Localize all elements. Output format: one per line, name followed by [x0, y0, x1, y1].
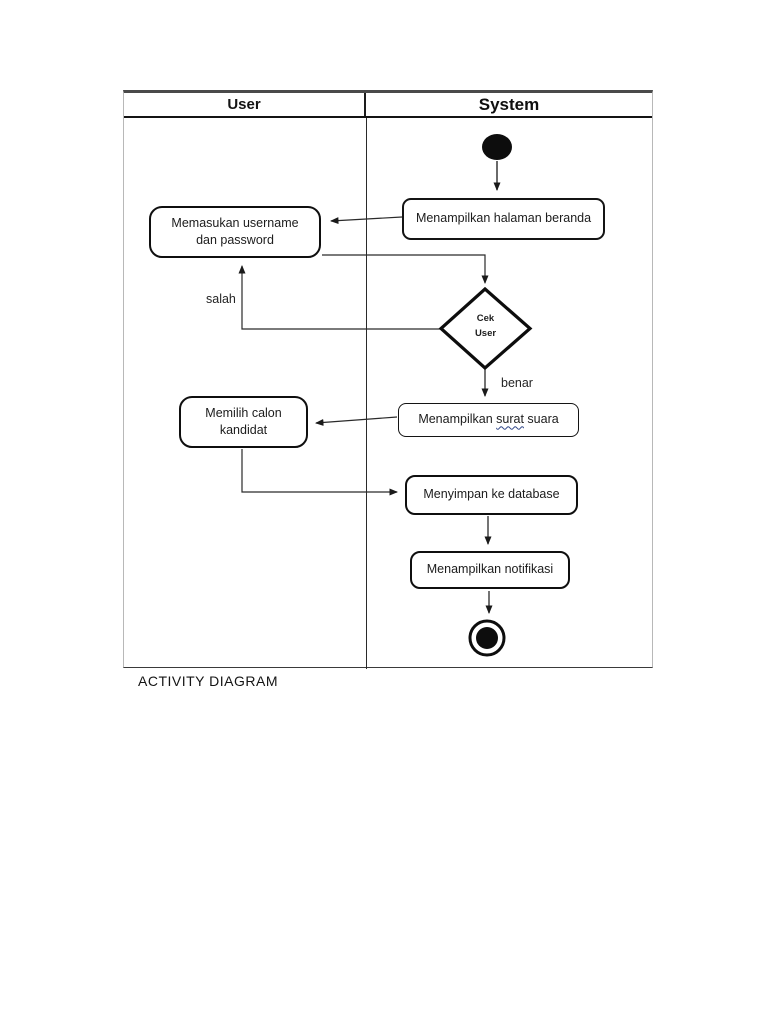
activity-label-line2: kandidat [219, 423, 268, 437]
activity-label: Menampilkan surat suara [418, 411, 558, 429]
swimlane-header-row: User System [124, 93, 652, 118]
decision-label-line2: User [474, 327, 497, 339]
activity-label-line1: Memilih calon [205, 405, 282, 420]
activity-label: Menyimpan ke database [423, 487, 560, 502]
activity-menampilkan-surat-suara: Menampilkan surat suara [398, 403, 579, 437]
edge-username-to-decision [322, 254, 489, 284]
edge-decision-salah-to-username [238, 265, 441, 330]
lane-header-system: System [366, 93, 652, 116]
activity-label-line1: Memasukan username [171, 215, 299, 230]
lane-divider [366, 118, 367, 669]
lane-header-system-label: System [478, 94, 540, 114]
final-node-core [476, 627, 498, 649]
activity-menyimpan-ke-database: Menyimpan ke database [405, 475, 578, 515]
activity-memilih-calon-kandidat: Memilih calon kandidat [179, 396, 308, 448]
activity-label-line2: dan password [196, 233, 274, 247]
caption-activity-diagram: ACTIVITY DIAGRAM [138, 673, 278, 689]
activity-memasukan-username-password: Memasukan username dan password [149, 206, 321, 258]
decision-cek-user-label: Cek User [459, 312, 512, 341]
label-benar: benar [501, 376, 533, 390]
initial-node [482, 134, 512, 160]
edge-kandidat-to-database [241, 449, 398, 496]
swimlane-table: User System [123, 90, 653, 669]
lane-header-user: User [124, 93, 366, 116]
activity-label: Menampilkan halaman beranda [415, 211, 592, 226]
surat-prefix: Menampilkan [418, 412, 497, 427]
surat-misspelled-word: surat [496, 412, 524, 427]
surat-suffix: suara [523, 412, 559, 427]
decision-diamond [438, 286, 533, 371]
activity-label: Menampilkan notifikasi [426, 562, 554, 577]
edge-surat-to-kandidat [315, 416, 398, 426]
decision-label-line1: Cek [476, 313, 495, 324]
activity-menampilkan-halaman-beranda: Menampilkan halaman beranda [402, 198, 605, 240]
activity-menampilkan-notifikasi: Menampilkan notifikasi [410, 551, 570, 589]
lane-header-user-label: User [227, 96, 261, 113]
label-salah: salah [206, 292, 236, 306]
edge-beranda-to-username [330, 216, 403, 225]
